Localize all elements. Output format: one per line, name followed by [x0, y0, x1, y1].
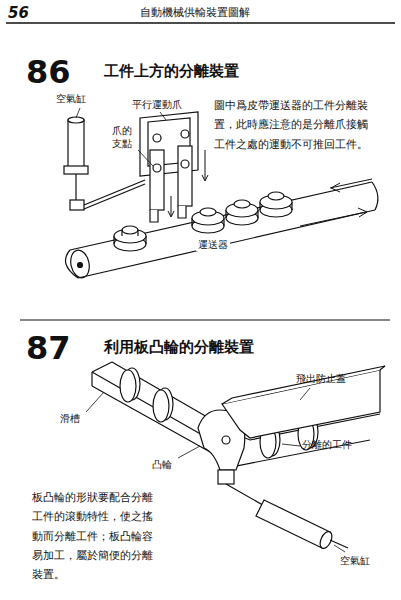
section-heading: 工件上方的分離裝置 [104, 62, 239, 82]
section-number: 87 [26, 328, 71, 370]
workpieces [114, 192, 292, 251]
belt-conveyor [66, 179, 378, 280]
part-label: 分離的工件 [302, 438, 352, 451]
air-cylinder-2 [256, 500, 348, 550]
description: 板凸輪的形狀要配合分離工件的滾動特性，使之搖動而分離工件；板凸輪容易加工，屬於簡… [32, 488, 160, 584]
part-label: 滑槽 [60, 412, 80, 425]
part-label: 運送器 [196, 238, 230, 251]
page-number: 56 [8, 4, 29, 24]
part-label: 平行運動爪 [132, 98, 182, 111]
part-label: 飛出防止蓋 [296, 372, 346, 385]
section-rule [20, 320, 390, 321]
leader-lines-2 [86, 388, 345, 552]
parallel-claw [140, 112, 208, 222]
section-number: 86 [26, 52, 71, 94]
description: 圖中爲皮帶運送器的工件分離裝置，此時應注意的是分離爪接觸工件之處的運動不可推回工… [214, 96, 374, 154]
part-label: 凸輪 [152, 458, 172, 471]
part-label: 爪的支點 [112, 124, 134, 150]
part-label: 空氣缸 [56, 92, 86, 105]
header-rule [6, 22, 395, 24]
leader-lines [76, 108, 166, 166]
jump-cover [222, 366, 385, 438]
part-label: 空氣缸 [340, 554, 370, 567]
air-cylinder [64, 117, 145, 210]
section-heading: 利用板凸輪的分離裝置 [104, 338, 254, 358]
running-header: 自動機械供輸裝置圖解 [140, 6, 250, 20]
